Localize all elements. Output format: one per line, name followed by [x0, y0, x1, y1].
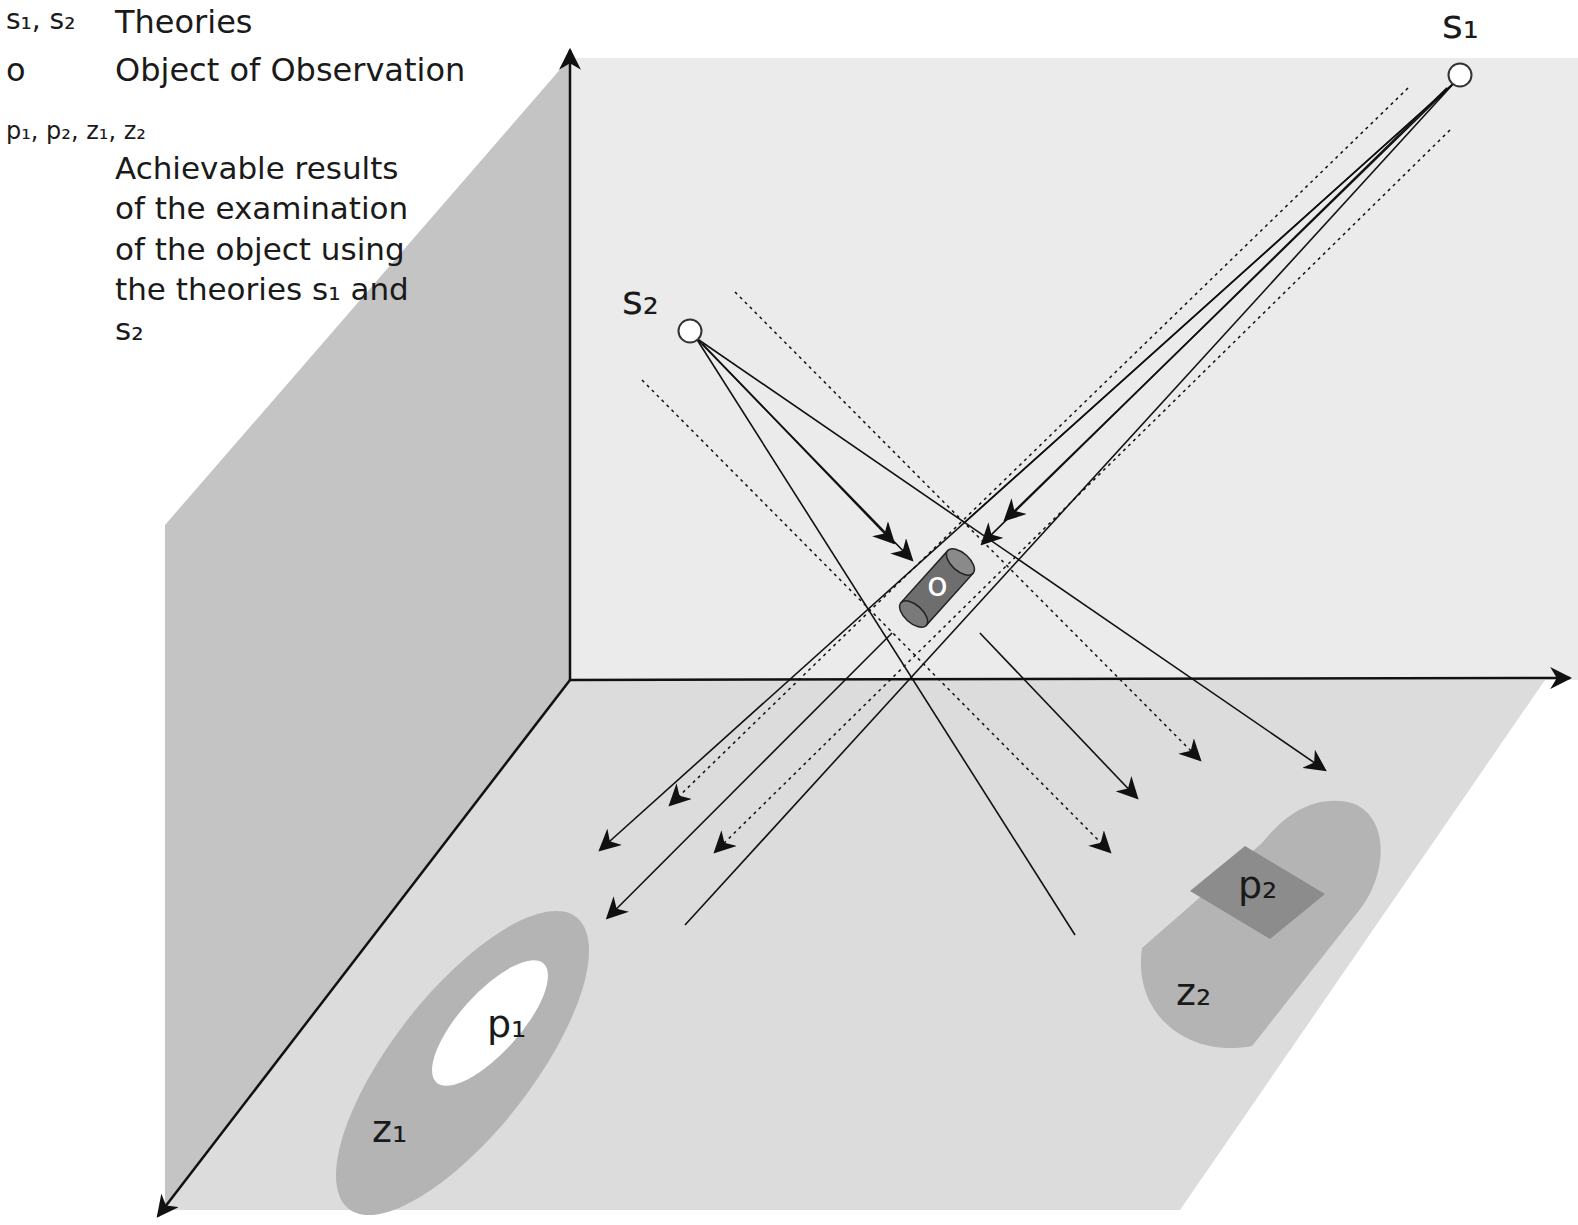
node-outline [677, 318, 703, 344]
projection-arrow [702, 344, 893, 543]
projection-arrow [607, 633, 892, 918]
result-region: z₂ p₂ [1132, 798, 1388, 1056]
legend-note: Achievable results of the examination of… [115, 148, 415, 349]
result-region: z₁ p₁ [310, 918, 615, 1208]
legend-note: o [6, 50, 26, 92]
legend-note: Object of Observation [115, 50, 465, 92]
node-label: s₁ [1442, 4, 1479, 44]
node-label: p₂ [1238, 866, 1277, 904]
legend-note: Theories [115, 2, 253, 44]
legend-note: p₁, p₂, z₁, z₂ [6, 116, 146, 147]
legend-note: s₁, s₂ [6, 2, 75, 38]
node-label: p₁ [487, 1005, 526, 1043]
node-label: z₂ [1176, 973, 1211, 1011]
theory-circle: s₁ [1447, 62, 1473, 88]
result-core: p₁ [425, 973, 555, 1073]
object-cylinder: o [892, 543, 982, 633]
projection-arrow [980, 633, 1137, 798]
node-label: z₁ [372, 1110, 407, 1148]
node-label: o [927, 567, 948, 601]
projection-arrow [982, 88, 1447, 544]
node-outline [1447, 62, 1473, 88]
node-label: s₂ [622, 280, 659, 320]
result-core: p₂ [1180, 846, 1330, 946]
theory-circle: s₂ [677, 318, 703, 344]
